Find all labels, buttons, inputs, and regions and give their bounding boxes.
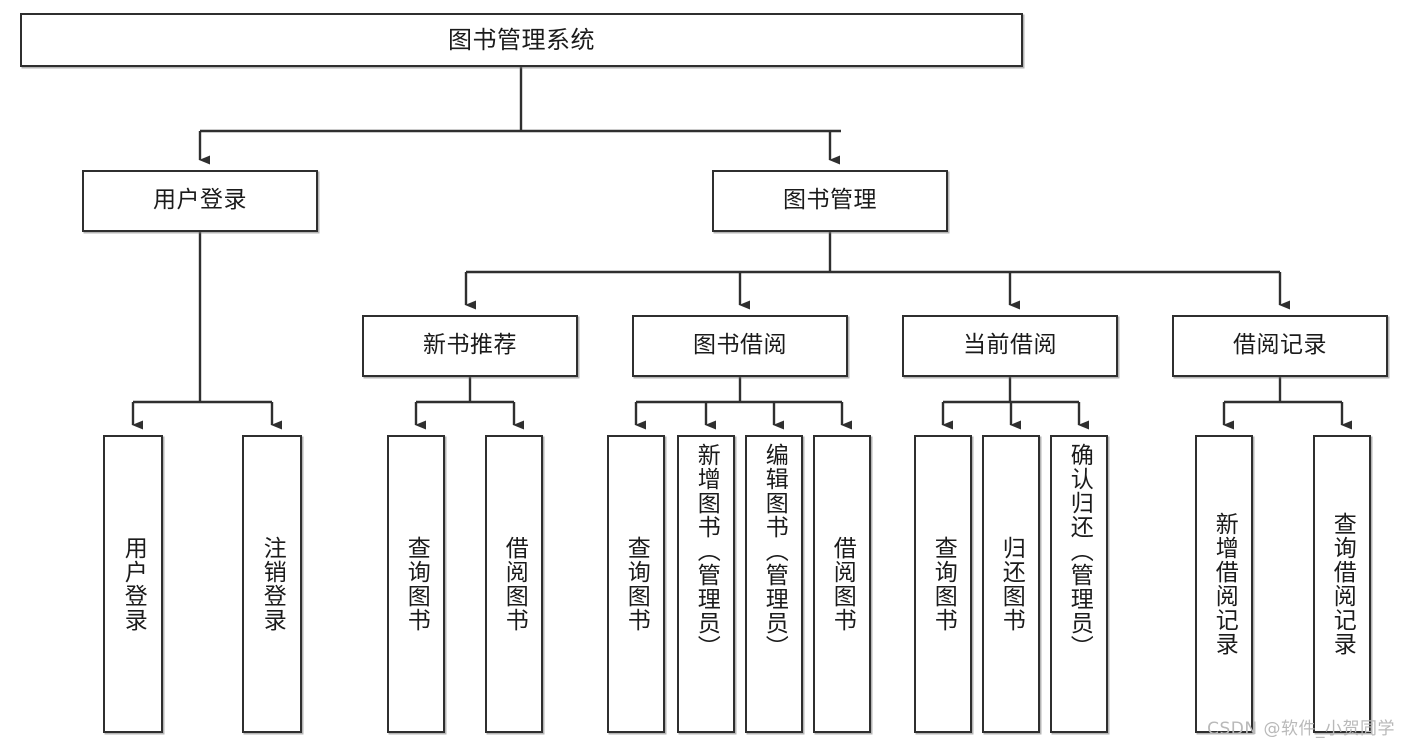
leaf-user-login-signin-label: 用户登录 [120,536,147,632]
node-current-borrow-label: 当前借阅 [963,332,1057,359]
leaf-new-books-borrow-label: 借阅图书 [501,536,528,632]
leaf-current-query-book[interactable]: 查询图书 [914,435,972,733]
leaf-new-books-borrow[interactable]: 借阅图书 [485,435,543,733]
leaf-current-confirm-return[interactable]: 确认归还（管理员） [1050,435,1108,733]
leaf-borrow-edit-book-label: 编辑图书（管理员） [761,443,788,659]
leaf-borrow-borrow-book-label: 借阅图书 [829,536,856,632]
leaf-new-books-query-label: 查询图书 [403,536,430,632]
node-root-label: 图书管理系统 [448,25,595,54]
node-new-book-recommend[interactable]: 新书推荐 [362,315,578,377]
leaf-current-query-book-label: 查询图书 [930,536,957,632]
leaf-current-return-book-label: 归还图书 [998,536,1025,632]
node-new-book-recommend-label: 新书推荐 [423,332,517,359]
node-book-borrow[interactable]: 图书借阅 [632,315,848,377]
leaf-borrow-query-book[interactable]: 查询图书 [607,435,665,733]
leaf-records-query-record-label: 查询借阅记录 [1329,512,1356,656]
node-root[interactable]: 图书管理系统 [20,13,1023,67]
leaf-user-login-signout[interactable]: 注销登录 [242,435,302,733]
leaf-current-return-book[interactable]: 归还图书 [982,435,1040,733]
leaf-borrow-borrow-book[interactable]: 借阅图书 [813,435,871,733]
csdn-watermark: CSDN @软件_小贺同学 [1207,719,1395,739]
node-borrow-records[interactable]: 借阅记录 [1172,315,1388,377]
leaf-records-query-record[interactable]: 查询借阅记录 [1313,435,1371,733]
leaf-borrow-edit-book[interactable]: 编辑图书（管理员） [745,435,803,733]
leaf-records-add-record[interactable]: 新增借阅记录 [1195,435,1253,733]
node-user-login-label: 用户登录 [153,187,247,214]
node-current-borrow[interactable]: 当前借阅 [902,315,1118,377]
node-book-management-label: 图书管理 [783,187,877,214]
node-user-login[interactable]: 用户登录 [82,170,318,232]
leaf-records-add-record-label: 新增借阅记录 [1211,512,1238,656]
leaf-borrow-add-book[interactable]: 新增图书（管理员） [677,435,735,733]
leaf-borrow-query-book-label: 查询图书 [623,536,650,632]
leaf-user-login-signout-label: 注销登录 [259,536,286,632]
leaf-borrow-add-book-label: 新增图书（管理员） [693,443,720,659]
node-book-borrow-label: 图书借阅 [693,332,787,359]
leaf-user-login-signin[interactable]: 用户登录 [103,435,163,733]
leaf-new-books-query[interactable]: 查询图书 [387,435,445,733]
node-borrow-records-label: 借阅记录 [1233,332,1327,359]
node-book-management[interactable]: 图书管理 [712,170,948,232]
leaf-current-confirm-return-label: 确认归还（管理员） [1066,443,1093,659]
